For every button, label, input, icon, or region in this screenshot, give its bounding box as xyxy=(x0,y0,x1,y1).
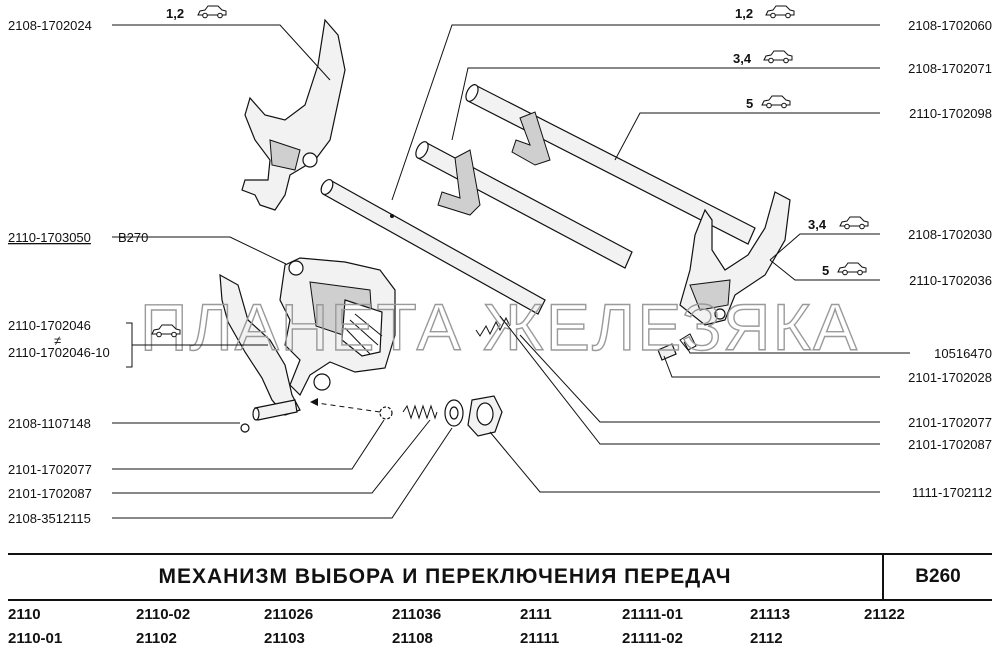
model-item: 2110-01 xyxy=(8,630,63,647)
label-10516470: 10516470 xyxy=(934,346,992,361)
label-2110-1702036: 2110-1702036 xyxy=(909,273,992,288)
parts-diagram: ПЛАНЕТА ЖЕЛЕЗЯКА 2108-1702024 2110-17030… xyxy=(8,5,992,526)
model-list: 2110 2110-02 211026 211036 2111 21111-01… xyxy=(8,606,992,656)
model-item: 21111 xyxy=(520,630,560,647)
label-2110-1702046-10: 2110-1702046-10 xyxy=(8,345,110,360)
gear-label-5-a: 5 xyxy=(746,96,753,111)
car-icon xyxy=(839,216,869,230)
title-divider xyxy=(882,555,884,599)
watermark: ПЛАНЕТА ЖЕЛЕЗЯКА xyxy=(140,290,859,364)
label-2110-1702046: 2110-1702046 xyxy=(8,318,91,333)
label-2101-1702087-left: 2101-1702087 xyxy=(8,486,92,501)
model-item: 2110 xyxy=(8,606,41,623)
label-b270: B270 xyxy=(118,230,148,245)
car-icon xyxy=(761,95,791,109)
gear-label-left-top: 1,2 xyxy=(166,6,184,21)
car-icon xyxy=(197,5,227,19)
fork-1702030 xyxy=(679,191,791,326)
label-2108-1702060: 2108-1702060 xyxy=(908,18,992,33)
gear-label-34-a: 3,4 xyxy=(733,51,752,66)
model-item: 21113 xyxy=(750,606,791,623)
car-icon xyxy=(763,50,793,64)
label-2101-1702087-right: 2101-1702087 xyxy=(908,437,992,452)
model-item: 2111 xyxy=(520,606,552,623)
gear-label-right-top: 1,2 xyxy=(735,6,753,21)
model-item: 2112 xyxy=(750,630,783,647)
model-item: 21108 xyxy=(392,630,433,647)
model-item: 21102 xyxy=(136,630,177,647)
label-2101-1702077-right: 2101-1702077 xyxy=(908,415,992,430)
shaft-1702098 xyxy=(465,84,756,245)
label-2110-1703050: 2110-1703050 xyxy=(8,230,91,245)
model-item: 211036 xyxy=(392,606,442,623)
model-item: 21103 xyxy=(264,630,305,647)
car-icon xyxy=(765,5,795,19)
label-2108-1702071: 2108-1702071 xyxy=(908,61,992,76)
label-2108-1107148: 2108-1107148 xyxy=(8,416,91,431)
label-1111-1702112: 1111-1702112 xyxy=(912,485,992,500)
car-icon xyxy=(837,262,867,276)
parts-illustration xyxy=(219,18,791,437)
model-item: 2110-02 xyxy=(136,606,191,623)
label-2101-1702077-left: 2101-1702077 xyxy=(8,462,92,477)
label-2108-1702030: 2108-1702030 xyxy=(908,227,992,242)
page-code: B260 xyxy=(915,566,961,587)
model-item: 21111-02 xyxy=(622,630,683,647)
model-item: 21111-01 xyxy=(622,606,683,623)
gear-label-34-b: 3,4 xyxy=(808,217,827,232)
not-equal-sign: ≠ xyxy=(54,333,61,348)
title-bar: МЕХАНИЗМ ВЫБОРА И ПЕРЕКЛЮЧЕНИЯ ПЕРЕДАЧ B… xyxy=(8,553,992,601)
label-2108-3512115: 2108-3512115 xyxy=(8,511,91,526)
label-2110-1702098: 2110-1702098 xyxy=(909,106,992,121)
leader-lines xyxy=(112,24,910,519)
shaft-1702071 xyxy=(415,141,633,269)
detent-parts xyxy=(379,316,697,437)
page-title: МЕХАНИЗМ ВЫБОРА И ПЕРЕКЛЮЧЕНИЯ ПЕРЕДАЧ xyxy=(158,565,732,588)
selector-mechanism xyxy=(279,257,396,397)
gear-label-5-b: 5 xyxy=(822,263,829,278)
model-item: 21122 xyxy=(864,606,905,623)
label-2108-1702024: 2108-1702024 xyxy=(8,18,92,33)
label-2101-1702028: 2101-1702028 xyxy=(908,370,992,385)
shaft-1702060 xyxy=(320,178,546,315)
model-item: 211026 xyxy=(264,606,314,623)
